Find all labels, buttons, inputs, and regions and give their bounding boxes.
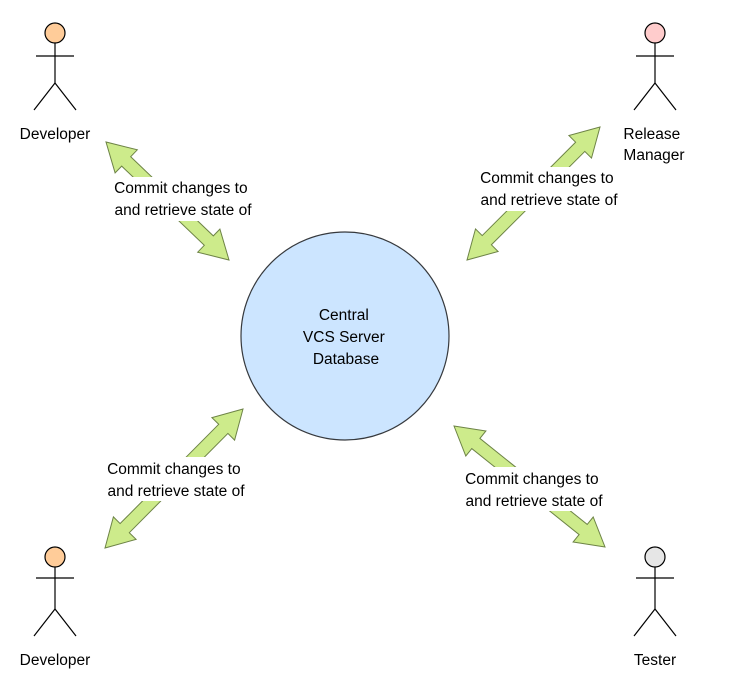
connection-label: Commit changes to and retrieve state of — [114, 180, 252, 219]
actor-left-leg — [633, 608, 656, 637]
connection-label-developer-top: Commit changes to and retrieve state of — [100, 177, 266, 221]
actor-label: Tester — [634, 652, 676, 669]
actor-left-leg — [633, 82, 656, 111]
connection-label-line-1: Commit changes to — [107, 461, 241, 478]
actor-developer-top: Developer — [20, 22, 91, 143]
actor-left-leg — [33, 82, 56, 111]
central-server-circle — [240, 231, 450, 441]
server-label-line-3: Database — [313, 351, 379, 368]
actor-left-leg — [33, 608, 56, 637]
server-label-line-1: Central — [319, 307, 369, 324]
actor-right-leg — [54, 82, 77, 111]
actor-right-leg — [54, 608, 77, 637]
actor-label-line: Developer — [20, 652, 91, 669]
server-label-line-2: VCS Server — [303, 329, 385, 346]
central-server-label: Central VCS Server Database — [303, 307, 389, 368]
connection-label: Commit changes to and retrieve state of — [480, 170, 618, 209]
connection-label-line-2: and retrieve state of — [108, 483, 246, 500]
connection-label: Commit changes to and retrieve state of — [465, 471, 603, 510]
connection-label: Commit changes to and retrieve state of — [107, 461, 245, 500]
actor-label-line: Developer — [20, 126, 91, 143]
label-background — [93, 457, 259, 501]
label-background — [100, 177, 266, 221]
actor-right-leg — [654, 82, 677, 111]
connection-label-line-2: and retrieve state of — [115, 202, 253, 219]
actor-label: Developer — [20, 126, 91, 143]
actor-label-line-2: Manager — [623, 147, 684, 164]
actor-developer-bottom: Developer — [20, 546, 91, 669]
actor-label-line: Tester — [634, 652, 676, 669]
actor-label: Release Manager — [623, 126, 684, 164]
connection-label-release-manager: Commit changes to and retrieve state of — [466, 167, 632, 211]
connection-label-line-2: and retrieve state of — [466, 493, 604, 510]
actor-right-leg — [654, 608, 677, 637]
actor-head — [644, 22, 666, 44]
actor-label-line-1: Release — [623, 126, 680, 143]
actor-label: Developer — [20, 652, 91, 669]
actor-release-manager: Release Manager — [623, 22, 685, 164]
label-background — [466, 167, 632, 211]
connection-label-line-1: Commit changes to — [480, 170, 614, 187]
actor-head — [644, 546, 666, 568]
connection-label-line-1: Commit changes to — [114, 180, 248, 197]
connection-label-tester: Commit changes to and retrieve state of — [451, 467, 617, 511]
actor-head — [44, 22, 66, 44]
actor-tester: Tester — [633, 546, 677, 669]
connection-label-line-2: and retrieve state of — [481, 192, 619, 209]
label-background — [451, 467, 617, 511]
connection-label-developer-bottom: Commit changes to and retrieve state of — [93, 457, 259, 501]
actor-head — [44, 546, 66, 568]
connection-label-line-1: Commit changes to — [465, 471, 599, 488]
